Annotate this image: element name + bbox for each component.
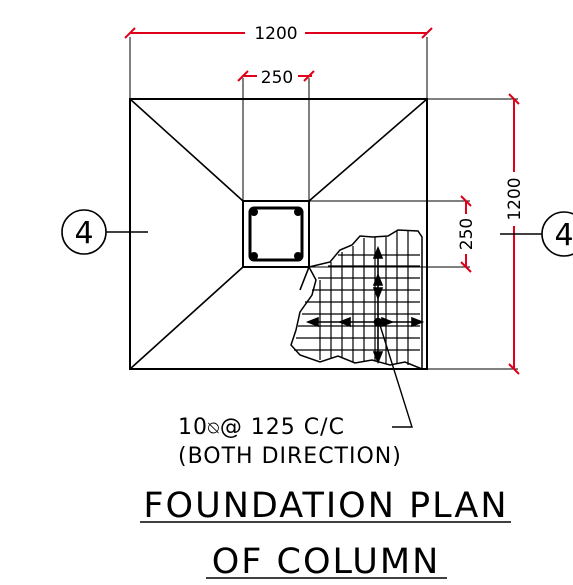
footing-width-label: 1200 bbox=[254, 24, 297, 44]
footing-outline bbox=[129, 98, 428, 370]
grid-marker-left: 4 bbox=[61, 209, 148, 255]
column-pedestal bbox=[242, 200, 310, 268]
rebar-bar-size: 10 bbox=[178, 415, 208, 440]
rebar-spacing: @ 125 C/C bbox=[220, 415, 345, 440]
footing-length-label: 1200 bbox=[505, 177, 525, 220]
title-line-1: FOUNDATION PLAN bbox=[143, 486, 508, 526]
drawing-title: FOUNDATION PLAN OF COLUMN bbox=[140, 486, 511, 582]
grid-label-right: 4 bbox=[554, 218, 573, 253]
dimension-footing-width: 1200 bbox=[124, 24, 433, 99]
column-rebar-dot bbox=[250, 208, 258, 216]
rebar-note: 10⍉@ 125 C/C (BOTH DIRECTION) bbox=[178, 321, 413, 469]
dimension-footing-length: 1200 bbox=[427, 93, 525, 375]
rebar-note-line1: 10⍉@ 125 C/C bbox=[178, 415, 345, 440]
grid-marker-right: 4 bbox=[500, 211, 573, 257]
column-rebar-dot bbox=[250, 252, 258, 260]
grid-label-left: 4 bbox=[74, 216, 93, 251]
column-rebar-dot bbox=[294, 208, 302, 216]
rebar-note-line2: (BOTH DIRECTION) bbox=[178, 444, 402, 469]
dimension-column-width: 250 bbox=[237, 68, 315, 201]
column-width-label: 250 bbox=[261, 68, 293, 88]
column-length-label: 250 bbox=[457, 218, 477, 250]
title-line-2: OF COLUMN bbox=[212, 542, 441, 582]
dimension-column-length: 250 bbox=[309, 195, 477, 273]
footing-slope-lines bbox=[129, 98, 428, 370]
rebar-mesh-cutout bbox=[290, 229, 425, 371]
rebar-dia-symbol-icon: ⍉ bbox=[208, 418, 220, 439]
cutout-boundary bbox=[290, 229, 423, 371]
column-rebar-dot bbox=[294, 252, 302, 260]
